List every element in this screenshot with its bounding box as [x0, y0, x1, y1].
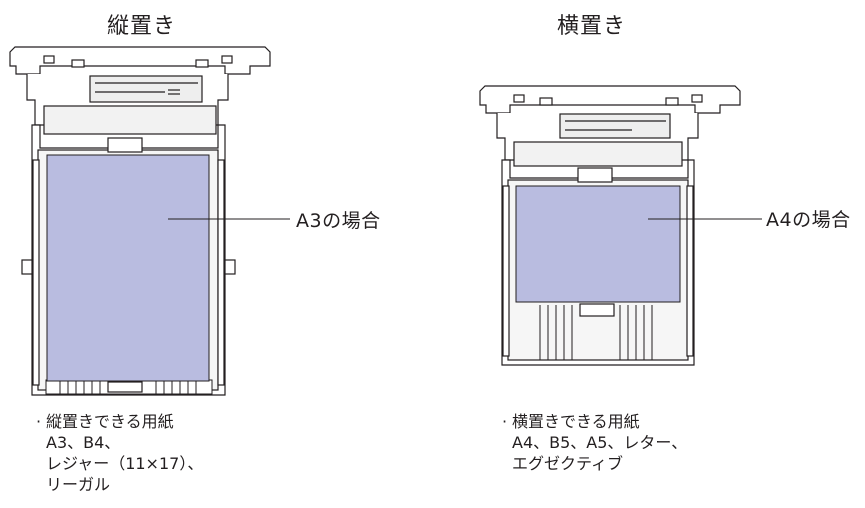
note-line: A4、B5、A5、レター、: [512, 433, 688, 452]
note-line: リーガル: [46, 475, 111, 494]
note-bullet: ·: [502, 412, 508, 431]
landscape-heading: 横置き: [557, 14, 627, 39]
landscape-paper-note: · 横置きできる用紙 A4、B5、A5、レター、 エグゼクティブ: [502, 411, 688, 474]
note-bullet: ·: [36, 412, 42, 431]
portrait-heading: 縦置き: [107, 14, 177, 39]
a4-paper: [515, 185, 681, 303]
note-line: A3、B4、: [46, 433, 121, 452]
a3-callout-label: A3の場合: [296, 210, 381, 232]
a3-paper: [46, 154, 210, 382]
note-line: 横置きできる用紙: [512, 412, 640, 431]
portrait-paper-note: · 縦置きできる用紙 A3、B4、 レジャー（11×17）、 リーガル: [36, 411, 204, 495]
note-line: レジャー（11×17）、: [46, 454, 204, 473]
a4-callout-label: A4の場合: [766, 209, 851, 231]
note-line: エグゼクティブ: [512, 454, 624, 473]
note-line: 縦置きできる用紙: [46, 412, 174, 431]
